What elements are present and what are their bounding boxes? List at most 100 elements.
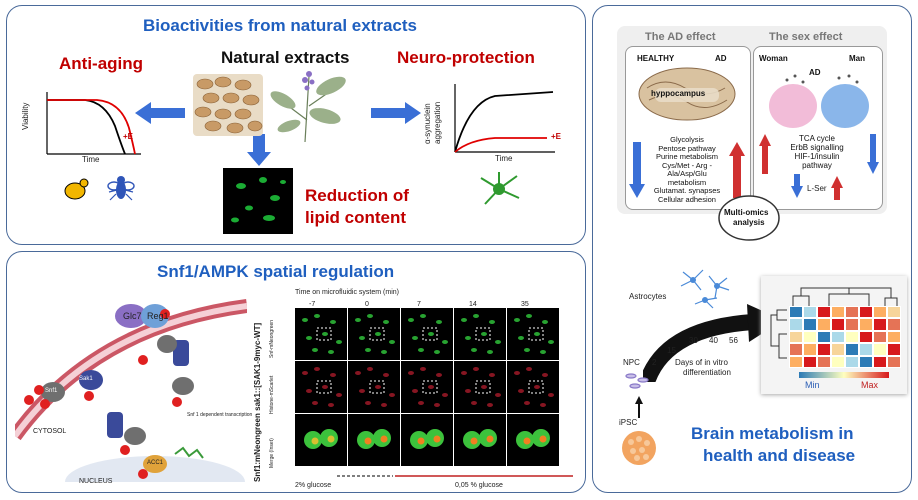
arrow-down (247, 134, 271, 166)
natural-extracts-label: Natural extracts (221, 48, 350, 67)
woman-label: Woman (759, 54, 788, 63)
heatmap-cell (789, 306, 803, 319)
heatmap-cell (789, 355, 803, 368)
microscopy-tile (454, 361, 506, 413)
lipid-label-line1: Reduction of (305, 186, 409, 205)
time-2: 7 (417, 301, 421, 308)
viability-xlabel: Time (82, 155, 100, 164)
synuclein-tag: +E (551, 132, 562, 141)
heatmap-cell (887, 330, 901, 344)
snf1-label: Snf1 (45, 388, 58, 394)
brain-metabolism-title-2: health and disease (703, 446, 856, 465)
ipsc-image (622, 431, 656, 465)
heatmap-cell (887, 343, 901, 356)
synuclein-xlabel: Time (495, 154, 513, 163)
pathway-item: Pentose pathway (658, 143, 716, 153)
acc1-label: ACC1 (147, 460, 164, 466)
pathway-item: Ala/Asp/Glu (667, 169, 707, 178)
day-40: 40 (709, 336, 718, 345)
pathway-item: Glycolysis (670, 135, 704, 144)
heatmap-cell (845, 318, 859, 331)
heatmap-cell (831, 318, 845, 331)
healthy-label: HEALTHY (637, 54, 675, 63)
pathway-item: ErbB signalling (790, 143, 844, 152)
reg1-label: Reg1 (147, 311, 169, 321)
heatmap (789, 306, 901, 368)
heatmap-cell (817, 355, 831, 368)
heatmap-cell (873, 343, 887, 356)
lipid-label-line2: lipid content (305, 208, 407, 227)
heatmap-cell (803, 330, 817, 344)
heatmap-cell (845, 343, 859, 356)
heatmap-cell (817, 306, 831, 319)
cytosol-label: CYTOSOL (33, 428, 67, 435)
microscopy-tile (507, 308, 559, 360)
sak1-label: Sak1 (79, 376, 93, 382)
microscopy-tile (295, 308, 347, 360)
heatmap-cell (873, 318, 887, 331)
microscopy-tile (454, 308, 506, 360)
glucose-high-label: 2% glucose (295, 482, 332, 489)
ad-effect-title: The AD effect (645, 31, 716, 43)
heatmap-cell (789, 330, 803, 344)
dendrogram-side (770, 309, 787, 359)
viability-ylabel: Viability (21, 102, 30, 130)
row-label-3: Merge (Inset) (269, 438, 275, 468)
time-4: 35 (521, 301, 529, 308)
day-30: 30 (689, 336, 698, 345)
pathway-item: HIF-1/insulin (794, 152, 840, 161)
synuclein-ylabel-2: aggregation (433, 101, 442, 144)
npc-label: NPC (623, 358, 640, 367)
brain-image (638, 67, 736, 121)
time-0: -7 (309, 301, 316, 308)
heatmap-cell (859, 343, 873, 356)
heatmap-cell (789, 318, 803, 331)
heatmap-cell (859, 318, 873, 331)
man-label: Man (849, 54, 865, 63)
microscopy-tile (295, 414, 347, 466)
ad-label: AD (715, 54, 727, 63)
heatmap-cell (817, 343, 831, 356)
brain-metabolism-title-1: Brain metabolism in (691, 424, 854, 443)
astrocytes-label: Astrocytes (629, 292, 667, 301)
viability-tag: +E (123, 132, 134, 141)
multiomics-label-1: Multi-omics (724, 208, 769, 217)
panel-bioactivities: Bioactivities from natural extracts Anti… (6, 5, 586, 245)
dendrogram-top (792, 287, 898, 306)
time-3: 14 (469, 301, 477, 308)
beans-image (193, 74, 263, 136)
panel-brain-metabolism: The AD effect The sex effect HEALTHY AD … (592, 5, 912, 493)
heatmap-cell (859, 355, 873, 368)
heatmap-cell (845, 306, 859, 319)
day-56: 56 (729, 336, 738, 345)
ipsc-label: iPSC (619, 418, 638, 427)
time-axis-label: Time on microfluidic system (min) (295, 289, 399, 296)
glucose-bars (337, 475, 573, 477)
heads-image (769, 74, 869, 128)
microscopy-tile (507, 361, 559, 413)
sex-arrows (759, 134, 879, 200)
heatmap-cell (887, 318, 901, 331)
heatmap-max-label: Max (861, 380, 879, 390)
microscopy-tile (401, 308, 453, 360)
pathway-item: Glutamat. synapses (653, 186, 721, 195)
lipid-fluorescence-image (223, 168, 293, 234)
microscopy-tile (454, 414, 506, 466)
nucleus-label: NUCLEUS (79, 478, 113, 485)
microscopy-tile (348, 414, 400, 466)
pathway-item: Cys/Met - Arg - (661, 160, 712, 170)
yeast-icon (64, 178, 89, 200)
snf1-dependent-label: Snf 1 dependent transcription (187, 412, 253, 418)
heatmap-cell (817, 330, 831, 344)
heatmap-cell (803, 343, 817, 356)
glucose-low-label: 0,05 % glucose (455, 482, 503, 489)
npc-image (625, 373, 649, 389)
heatmap-cell (887, 306, 901, 319)
synuclein-chart (454, 84, 555, 153)
up-arrow (635, 396, 643, 418)
pathway-item: TCA cycle (798, 134, 835, 143)
heatmap-cell (831, 343, 845, 356)
time-1: 0 (365, 301, 369, 308)
microscopy-tile (401, 361, 453, 413)
